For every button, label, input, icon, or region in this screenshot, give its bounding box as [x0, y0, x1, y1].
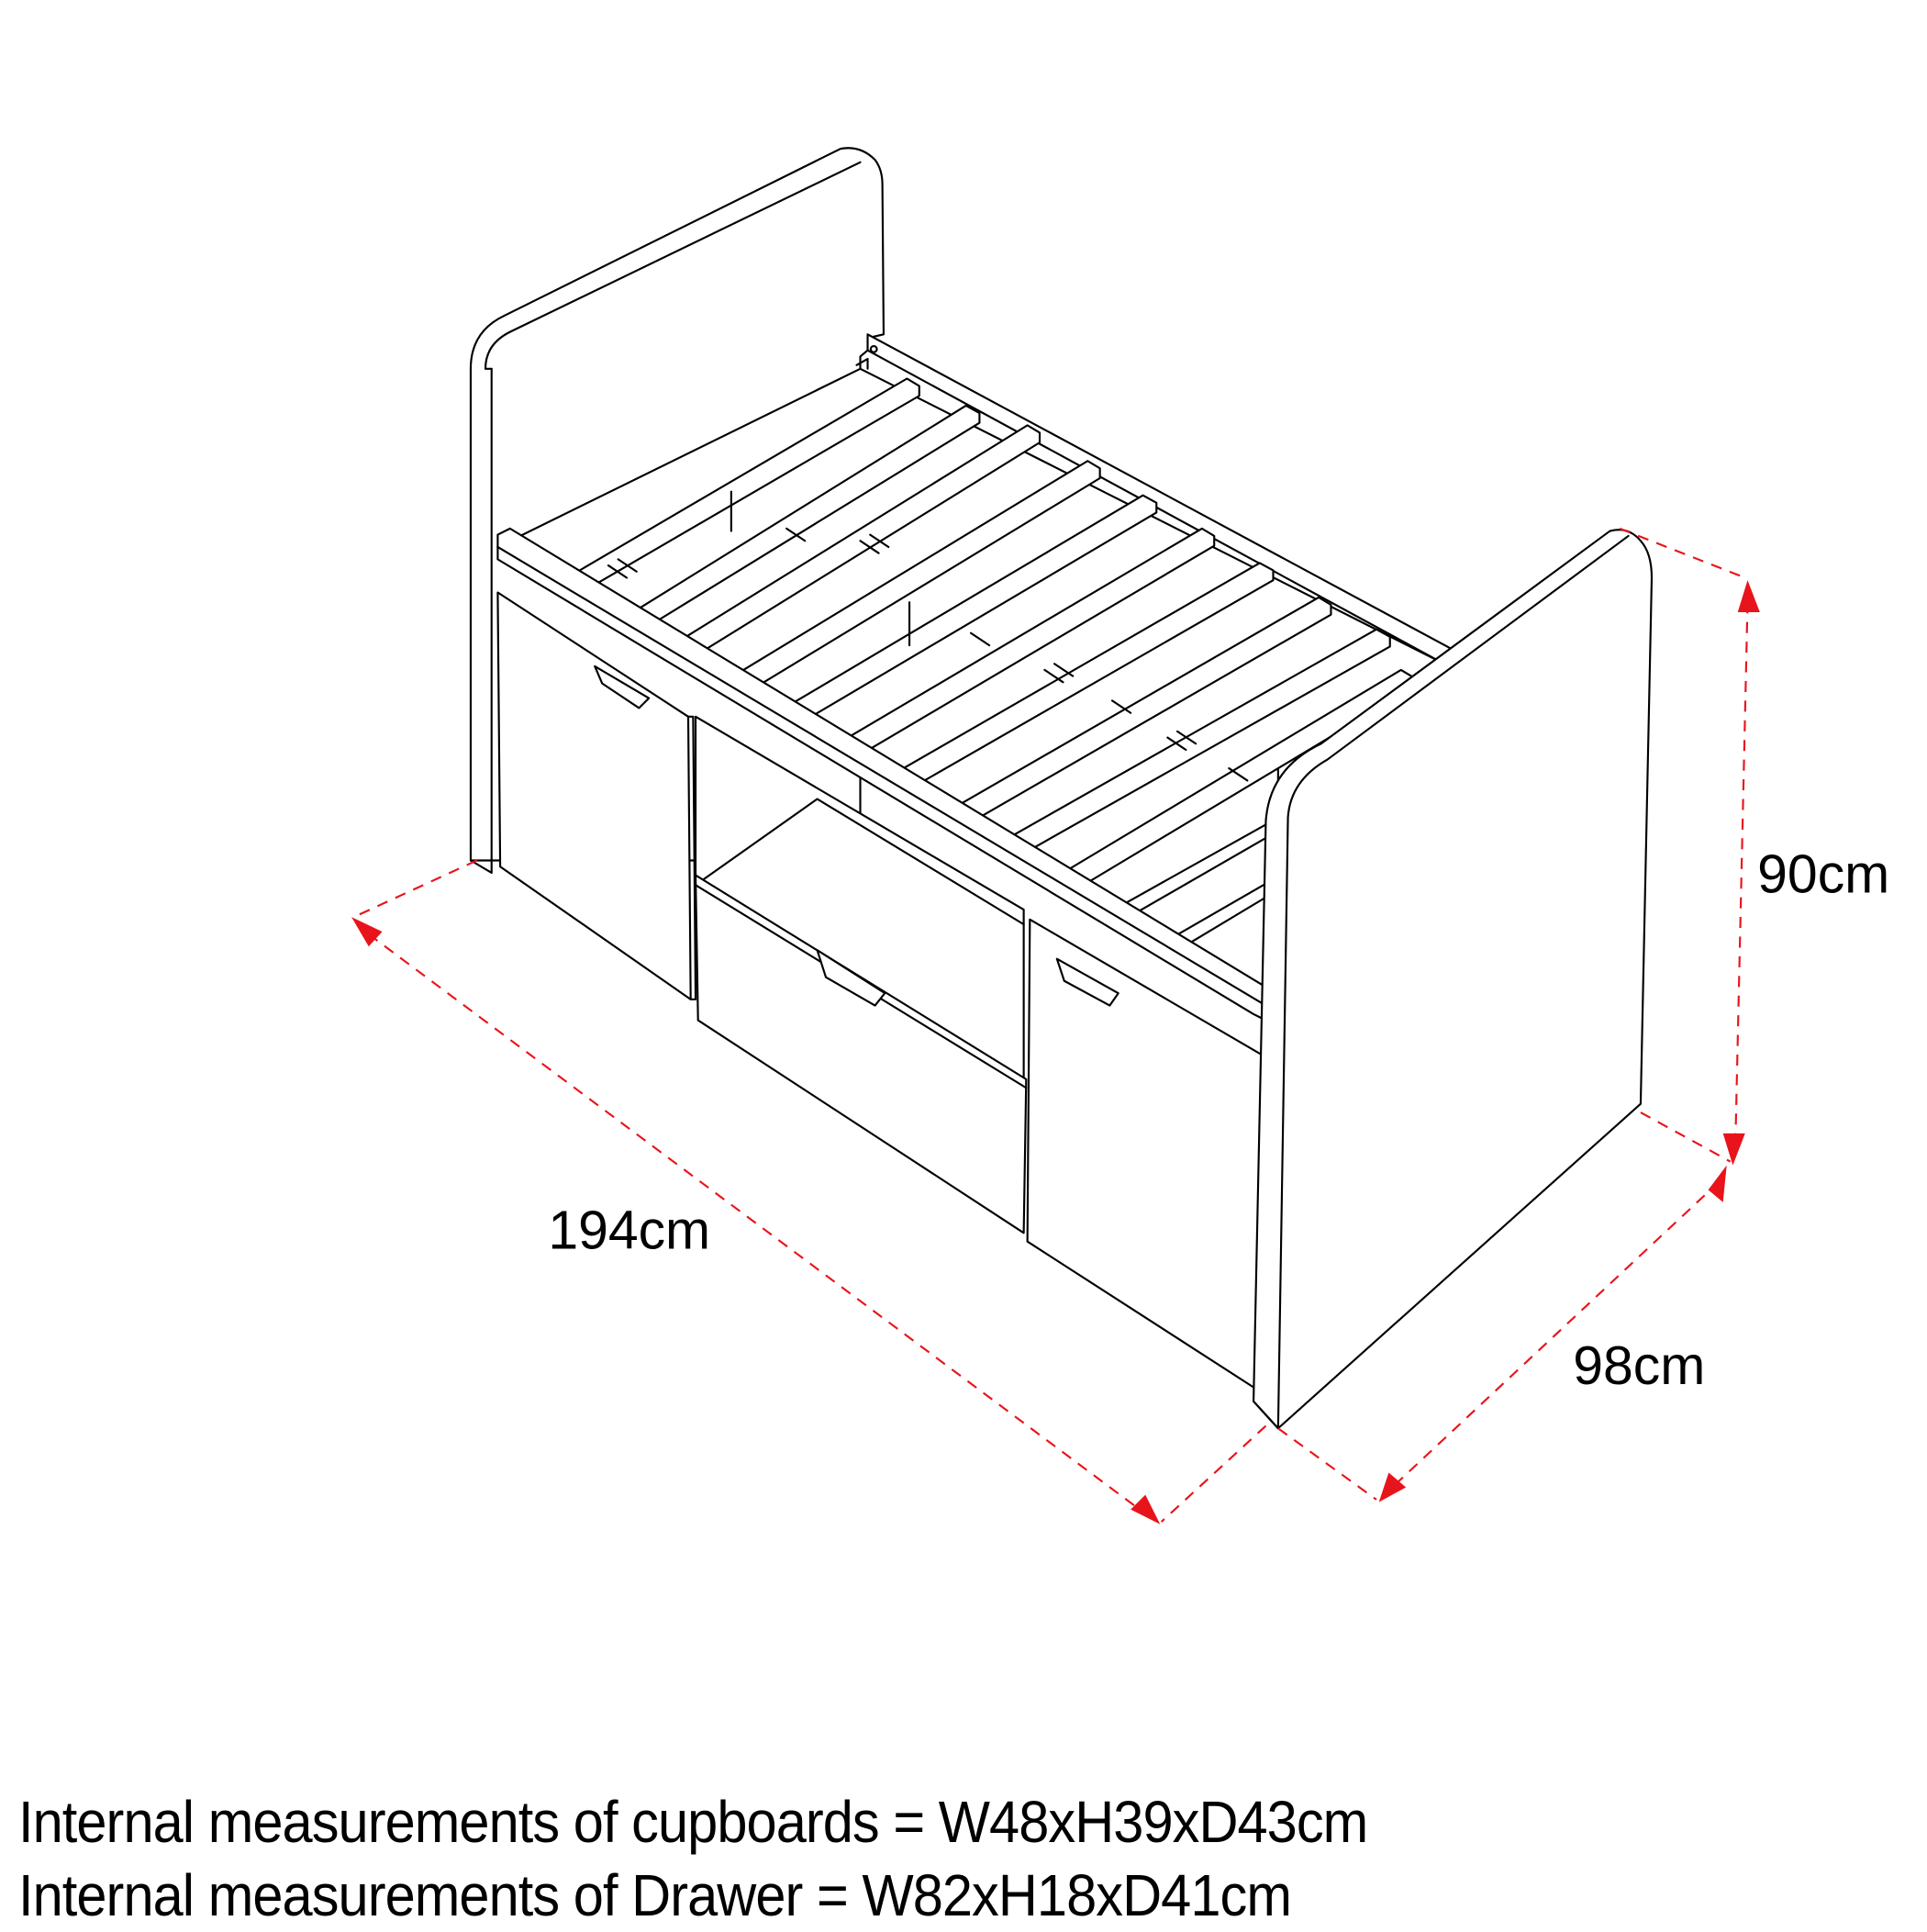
- internal-measurements-notes: Internal measurements of cupboards = W48…: [18, 1785, 1927, 1932]
- arrow-right-icon: [1131, 1494, 1161, 1524]
- arrow-down-icon: [1722, 1133, 1745, 1166]
- left-cupboard-handle: [594, 664, 651, 709]
- arrow-down-left-icon: [1378, 1472, 1407, 1502]
- drawer-handle: [816, 949, 886, 1007]
- width-label: 98cm: [1573, 1336, 1705, 1396]
- storage-unit: [496, 591, 1267, 1397]
- drawer-front: [694, 874, 1028, 1234]
- slat-spacers: [607, 490, 1304, 812]
- length-label: 194cm: [548, 1201, 710, 1261]
- right-cupboard-handle: [1055, 957, 1119, 1007]
- dimension-height: 90cm: [1619, 527, 1889, 1166]
- dimension-width: 98cm: [1277, 1165, 1727, 1502]
- drawer-measurements: Internal measurements of Drawer = W82xH1…: [18, 1862, 1292, 1928]
- bed-frame-top: [496, 333, 1458, 1022]
- arrow-up-right-icon: [1708, 1165, 1727, 1202]
- height-label: 90cm: [1757, 844, 1889, 904]
- arrow-up-icon: [1737, 580, 1760, 612]
- cupboard-measurements: Internal measurements of cupboards = W48…: [18, 1789, 1368, 1855]
- arrow-left-icon: [351, 917, 383, 947]
- dimension-length: 194cm: [351, 859, 1267, 1524]
